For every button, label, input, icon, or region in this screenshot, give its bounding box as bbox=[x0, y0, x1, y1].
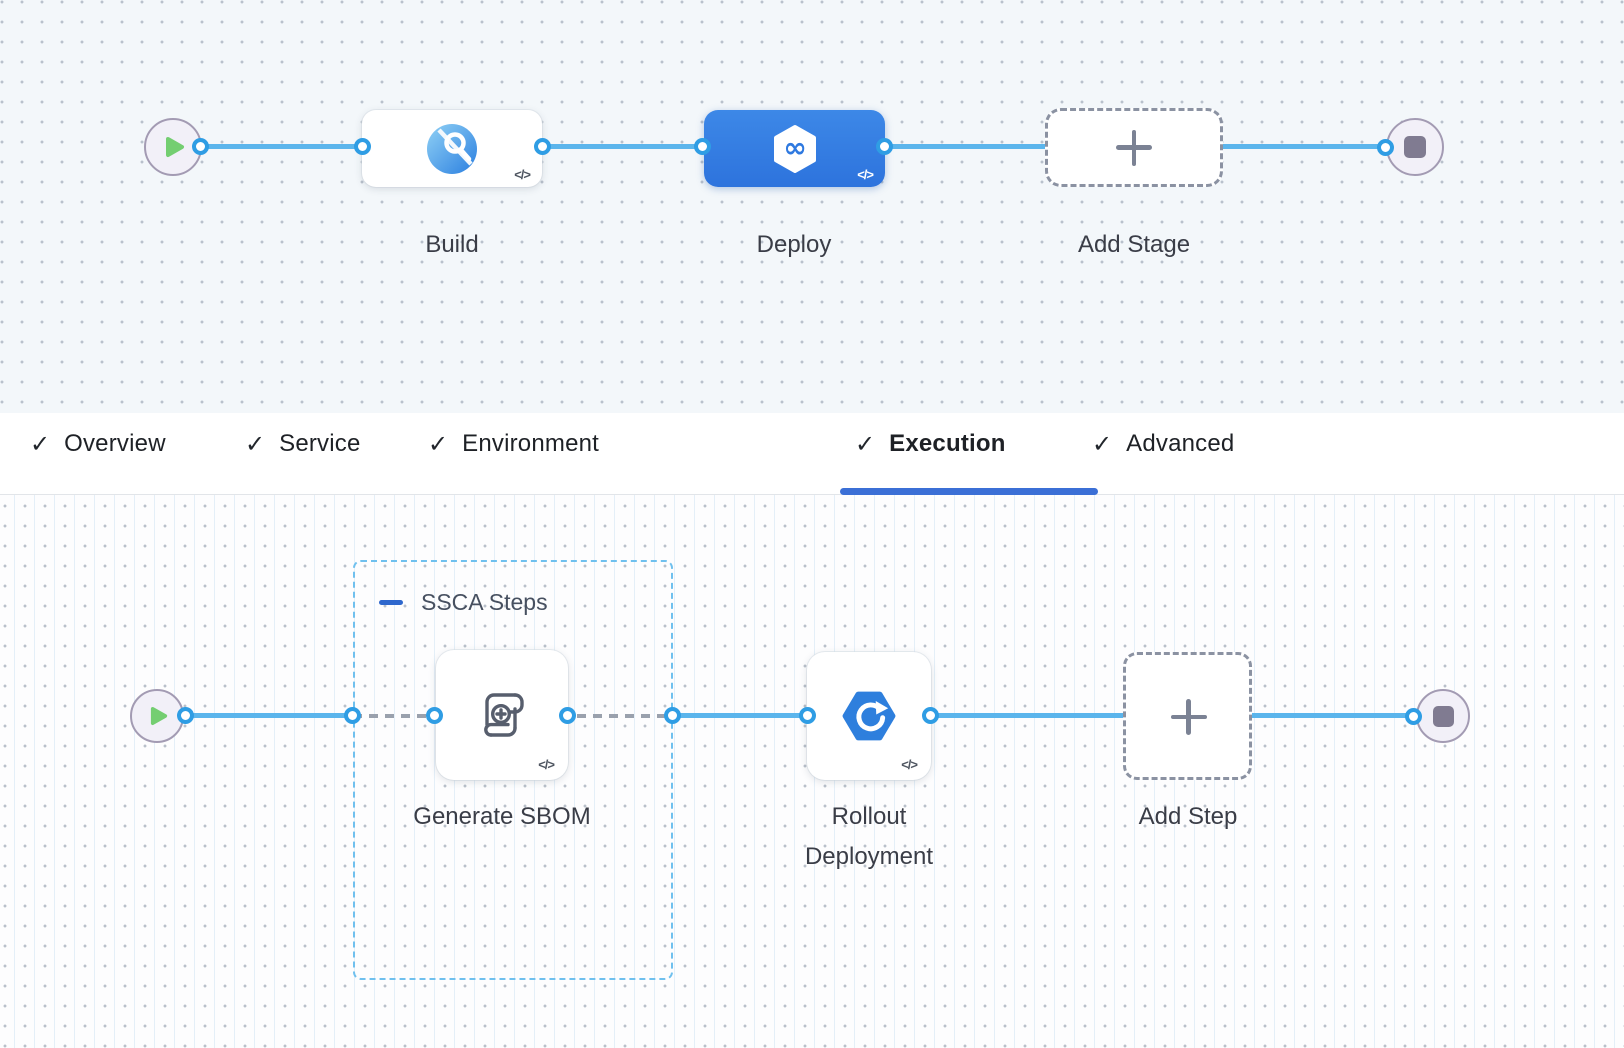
add-stage-button[interactable] bbox=[1045, 108, 1223, 187]
active-tab-underline bbox=[840, 488, 1098, 495]
tab-environment[interactable]: ✓ Environment bbox=[428, 413, 599, 475]
step-label-add-step: Add Step bbox=[1138, 803, 1238, 830]
stop-icon bbox=[1404, 136, 1426, 158]
step-group-ssca[interactable]: SSCA Steps bbox=[353, 560, 673, 980]
execution-end-node bbox=[1416, 689, 1470, 743]
cd-deploy-icon: ∞ bbox=[773, 124, 816, 173]
step-group-header: SSCA Steps bbox=[379, 588, 548, 616]
connector-port[interactable] bbox=[344, 707, 361, 724]
connector-port[interactable] bbox=[177, 707, 194, 724]
play-icon bbox=[150, 707, 168, 725]
tab-label: Overview bbox=[64, 430, 166, 457]
tab-label: Advanced bbox=[1126, 430, 1235, 457]
step-group-label: SSCA Steps bbox=[421, 588, 548, 615]
exec-connector-line bbox=[673, 713, 1443, 718]
yaml-code-icon: </> bbox=[538, 757, 555, 772]
tab-execution[interactable]: ✓ Execution bbox=[855, 413, 1006, 475]
check-icon: ✓ bbox=[30, 430, 51, 458]
check-icon: ✓ bbox=[1092, 430, 1113, 458]
tab-advanced[interactable]: ✓ Advanced bbox=[1092, 413, 1234, 475]
connector-port[interactable] bbox=[694, 138, 711, 155]
step-label-rollout-deployment: Rollout Deployment bbox=[804, 803, 934, 870]
connector-port[interactable] bbox=[1377, 139, 1394, 156]
stage-label-build: Build bbox=[425, 231, 479, 258]
step-node-rollout-deployment[interactable]: </> bbox=[807, 652, 931, 780]
rollout-hexagon-icon bbox=[842, 691, 896, 741]
tab-label: Environment bbox=[462, 430, 600, 457]
exec-connector-line bbox=[157, 713, 353, 718]
connector-port[interactable] bbox=[192, 138, 209, 155]
check-icon: ✓ bbox=[245, 430, 266, 458]
check-icon: ✓ bbox=[855, 430, 876, 458]
tab-label: Execution bbox=[889, 430, 1006, 457]
step-label-generate-sbom: Generate SBOM bbox=[413, 803, 591, 830]
add-step-button[interactable] bbox=[1123, 652, 1252, 780]
connector-port[interactable] bbox=[559, 707, 576, 724]
connector-port[interactable] bbox=[354, 138, 371, 155]
tab-service[interactable]: ✓ Service bbox=[245, 413, 361, 475]
connector-port[interactable] bbox=[799, 707, 816, 724]
connector-port[interactable] bbox=[426, 707, 443, 724]
yaml-code-icon: </> bbox=[514, 167, 531, 182]
tab-label: Service bbox=[279, 430, 361, 457]
plus-icon bbox=[1170, 699, 1207, 735]
plus-icon bbox=[1116, 129, 1152, 166]
connector-port[interactable] bbox=[664, 707, 681, 724]
pipeline-end-node bbox=[1386, 118, 1444, 176]
execution-canvas[interactable]: SSCA Steps </> bbox=[0, 494, 1624, 1048]
stage-label-add-stage: Add Stage bbox=[1077, 231, 1191, 258]
stage-node-deploy[interactable]: ∞ </> bbox=[704, 110, 885, 187]
check-icon: ✓ bbox=[428, 430, 449, 458]
play-icon bbox=[166, 137, 184, 157]
sbom-scroll-icon bbox=[484, 693, 524, 737]
yaml-code-icon: </> bbox=[901, 757, 918, 772]
step-node-generate-sbom[interactable]: </> bbox=[436, 650, 568, 780]
connector-port[interactable] bbox=[876, 138, 893, 155]
execution-start-node bbox=[130, 689, 184, 743]
stage-label-deploy: Deploy bbox=[756, 231, 832, 258]
yaml-code-icon: </> bbox=[857, 167, 874, 182]
stage-node-build[interactable]: </> bbox=[362, 110, 542, 187]
tab-overview[interactable]: ✓ Overview bbox=[30, 413, 166, 475]
pipeline-start-node bbox=[144, 118, 202, 176]
connector-port[interactable] bbox=[922, 707, 939, 724]
connector-port[interactable] bbox=[1405, 708, 1422, 725]
ci-build-icon bbox=[427, 123, 477, 174]
stage-canvas[interactable]: </> ∞ </> Build Deploy Add Stage bbox=[0, 0, 1624, 413]
stage-config-tabbar: ✓ Overview ✓ Service ✓ Environment ✓ Exe… bbox=[0, 413, 1624, 495]
svg-text:∞: ∞ bbox=[783, 131, 806, 164]
collapse-minus-icon[interactable] bbox=[379, 599, 403, 605]
connector-port[interactable] bbox=[534, 138, 551, 155]
stop-icon bbox=[1432, 705, 1454, 727]
